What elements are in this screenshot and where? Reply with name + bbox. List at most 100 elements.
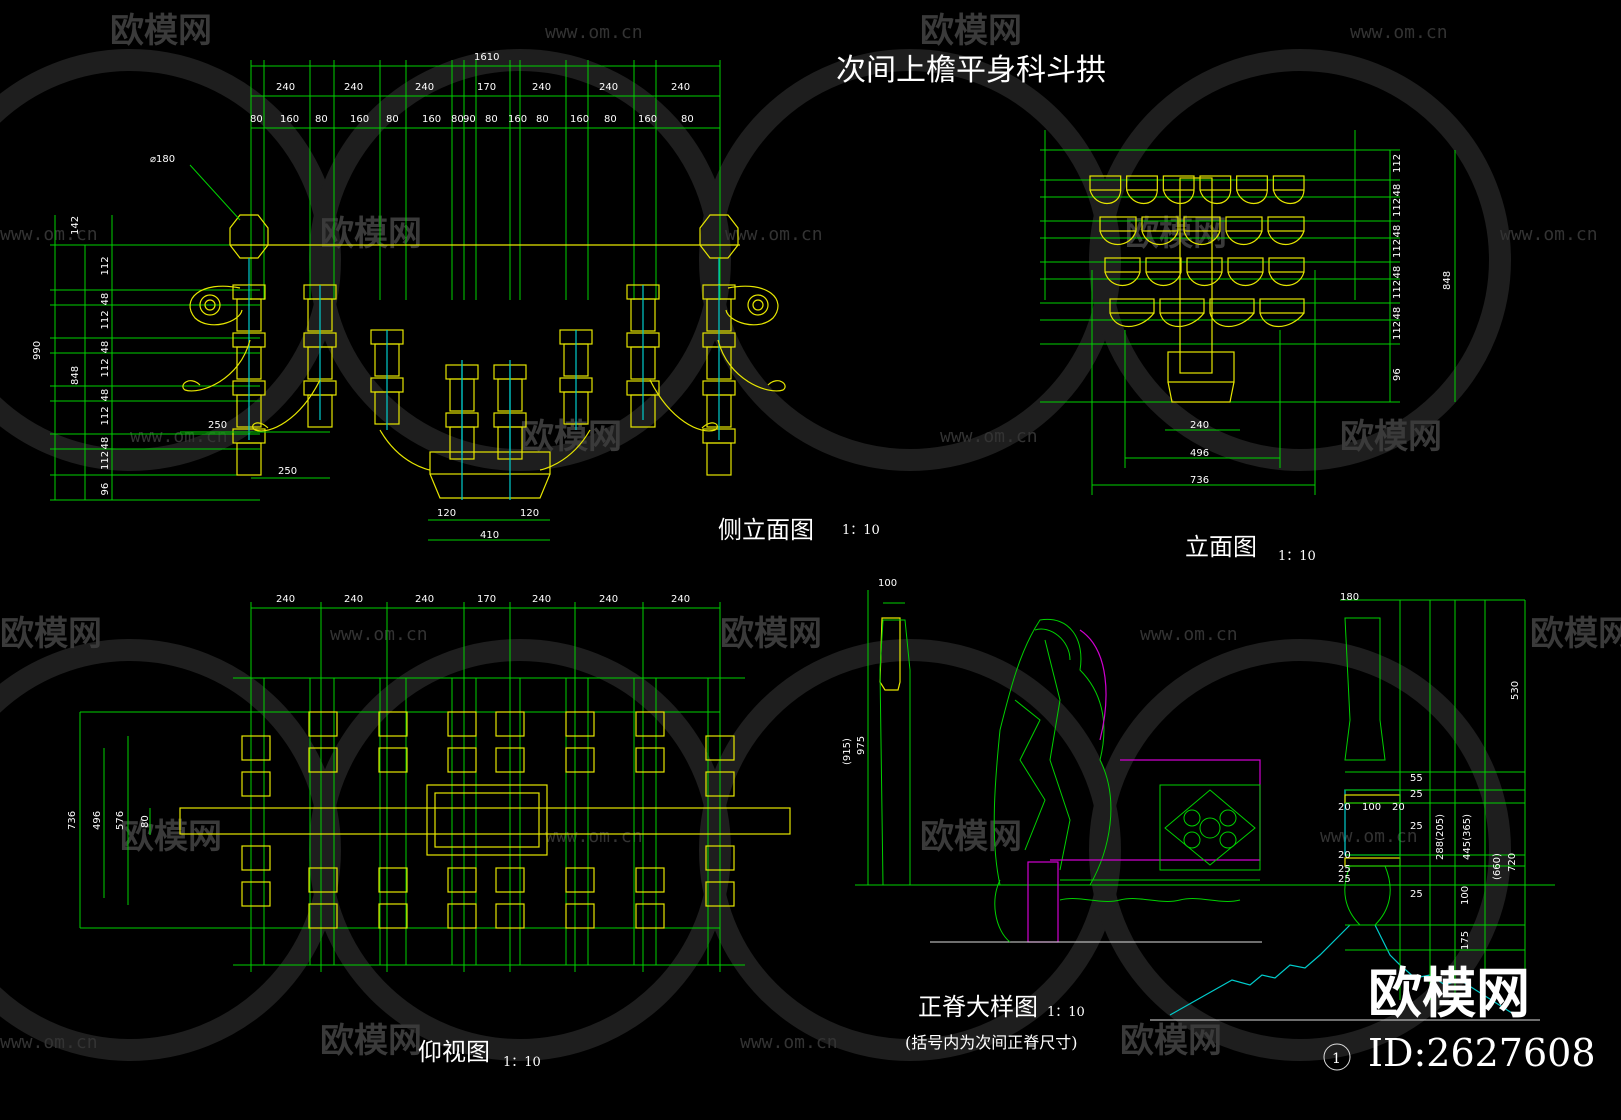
front-arc: [1141, 230, 1179, 246]
dim-label: 160: [508, 114, 527, 125]
dim-label: 240: [276, 82, 295, 93]
side-view-drawing: ⌀180: [50, 60, 786, 541]
watermark-layer: 欧模网 www.om.cn 欧模网 www.om.cn www.om.cn 欧模…: [0, 11, 1621, 1061]
side-view-label: 侧立面图: [718, 516, 814, 544]
front-block: [1126, 175, 1158, 191]
watermark-brand: 欧模网: [320, 1021, 422, 1061]
plan-block: [308, 711, 338, 737]
dim-label: 240: [415, 82, 434, 93]
dim-label: 112: [100, 256, 111, 275]
plan-block: [241, 845, 271, 871]
ridge-detail-scale: 1：10: [1047, 1005, 1085, 1020]
front-block: [1267, 216, 1305, 232]
front-arc: [1225, 230, 1263, 246]
plan-block: [308, 747, 338, 773]
plan-block: [378, 711, 408, 737]
block-body: [236, 442, 262, 476]
front-block: [1199, 175, 1232, 191]
dim-label: 48: [100, 293, 111, 306]
watermark-url: www.om.cn: [940, 426, 1038, 447]
dim-label: 48: [1392, 225, 1403, 238]
side-view-scale: 1：10: [842, 523, 880, 538]
dim-label: 240: [276, 594, 295, 605]
dim-label: 80: [604, 114, 617, 125]
front-arc: [1259, 312, 1305, 327]
dim-label: 112: [100, 310, 111, 329]
front-block: [1159, 298, 1205, 314]
watermark-brand: 欧模网: [0, 614, 102, 654]
dim-label: 496: [1190, 448, 1209, 459]
dim-label: 48: [1392, 307, 1403, 320]
plan-block: [705, 881, 735, 907]
plan-block: [308, 903, 338, 929]
dim-label: 112: [1392, 239, 1403, 258]
front-arc: [1183, 230, 1221, 246]
dim-label: 120: [520, 508, 539, 519]
dim-label: 112: [1392, 198, 1403, 217]
plan-block: [241, 771, 271, 797]
front-arc: [1199, 189, 1232, 205]
dim-label: 250: [208, 420, 227, 431]
front-block: [1145, 257, 1182, 273]
front-block: [1099, 216, 1137, 232]
bottom-view-drawing: [79, 602, 791, 972]
plan-block: [241, 735, 271, 761]
front-view-label: 立面图: [1185, 533, 1257, 561]
front-arc: [1227, 271, 1264, 287]
dim-label: 90: [463, 114, 476, 125]
bottom-view-label: 仰视图: [418, 1038, 490, 1066]
dim-label: 180: [1340, 592, 1359, 603]
dim-label: 20: [1392, 802, 1405, 813]
plan-block: [635, 711, 665, 737]
dim-label: 112: [1392, 280, 1403, 299]
plan-block: [705, 735, 735, 761]
dim-label: 48: [100, 341, 111, 354]
dim-label: 240: [532, 82, 551, 93]
plan-block: [565, 711, 595, 737]
dim-label: 142: [70, 216, 81, 235]
dim-label: 175: [1460, 931, 1471, 950]
dim-label: 170: [477, 594, 496, 605]
watermark-url: www.om.cn: [1500, 224, 1598, 245]
dim-label: 160: [280, 114, 299, 125]
dim-label: 990: [32, 341, 43, 360]
watermark-brand: 欧模网: [520, 417, 622, 457]
dim-label: 25: [1338, 864, 1351, 875]
watermark-url: www.om.cn: [545, 22, 643, 43]
watermark-brand: 欧模网: [120, 817, 222, 857]
watermark-brand: 欧模网: [1530, 614, 1621, 654]
dim-label: (915): [842, 738, 853, 765]
dim-label: 96: [1392, 368, 1403, 381]
dim-label: 80: [315, 114, 328, 125]
plan-block: [308, 867, 338, 893]
dim-label: 80: [485, 114, 498, 125]
watermark-brand: 欧模网: [1120, 1021, 1222, 1061]
diameter-label: ⌀180: [150, 154, 175, 165]
dim-label: 240: [344, 82, 363, 93]
dim-label: 100: [1362, 802, 1381, 813]
dim-label: 848: [70, 366, 81, 385]
dim-label: 240: [532, 594, 551, 605]
dim-label: 80: [536, 114, 549, 125]
front-block: [1259, 298, 1305, 314]
dim-label: 112: [100, 358, 111, 377]
watermark-url: www.om.cn: [1320, 826, 1418, 847]
watermark-brand: 欧模网: [920, 817, 1022, 857]
front-block: [1209, 298, 1255, 314]
dim-label: 240: [599, 594, 618, 605]
dim-label: 240: [599, 82, 618, 93]
block-body: [706, 442, 732, 476]
watermark-url: www.om.cn: [130, 426, 228, 447]
watermark-brand: 欧模网: [720, 614, 822, 654]
plan-block: [565, 747, 595, 773]
watermark-url: www.om.cn: [1140, 624, 1238, 645]
dim-label: 80: [140, 815, 151, 828]
ridge-detail-circle-mark: 1: [1332, 1051, 1341, 1067]
front-arc: [1272, 189, 1305, 205]
dim-label: 48: [100, 389, 111, 402]
front-arc: [1267, 230, 1305, 246]
front-arc: [1186, 271, 1223, 287]
dim-label: 576: [115, 811, 126, 830]
